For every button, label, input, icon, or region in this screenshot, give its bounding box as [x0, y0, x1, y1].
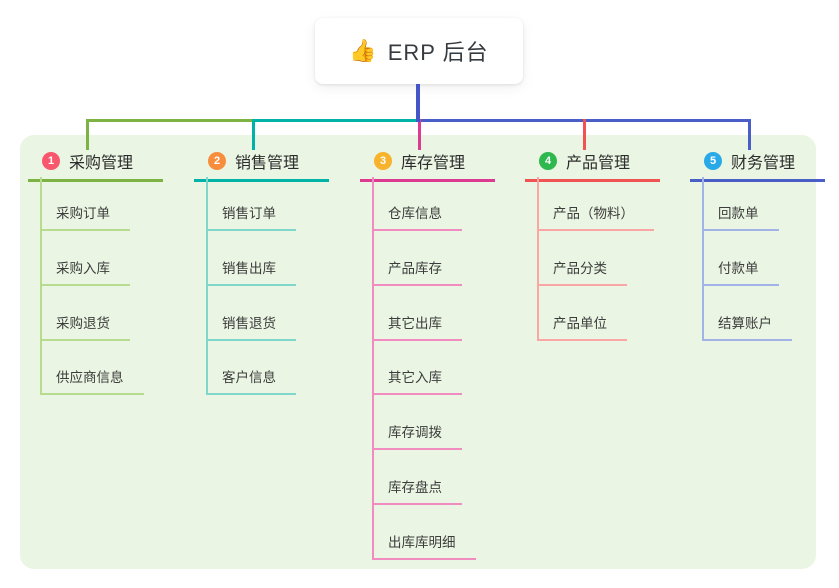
leaf-node[interactable]: 产品分类 [537, 257, 627, 286]
branch-badge-3: 3 [374, 152, 392, 170]
leaf-node[interactable]: 付款单 [702, 257, 779, 286]
branch-drop-5 [748, 119, 751, 150]
leaf-node[interactable]: 其它入库 [372, 366, 462, 395]
root-edge [416, 84, 420, 122]
leaf-node[interactable]: 结算账户 [702, 312, 792, 341]
branch-label: 财务管理 [731, 155, 796, 172]
branch-node-3[interactable]: 3 库存管理 [360, 149, 496, 182]
bus-segment-1 [86, 119, 255, 122]
bus-segment-2 [252, 119, 421, 122]
branch-node-1[interactable]: 1 采购管理 [28, 149, 164, 182]
branch-child-connector [206, 177, 208, 396]
branch-child-connector [372, 177, 374, 560]
branch-child-connector [40, 177, 42, 396]
leaf-node[interactable]: 回款单 [702, 202, 779, 231]
branch-drop-4 [583, 119, 586, 150]
branch-badge-1: 1 [42, 152, 60, 170]
leaf-node[interactable]: 销售订单 [206, 202, 296, 231]
branch-node-4[interactable]: 4 产品管理 [525, 149, 661, 182]
branch-label: 采购管理 [69, 155, 134, 172]
leaf-node[interactable]: 产品库存 [372, 257, 462, 286]
leaf-node[interactable]: 出库库明细 [372, 531, 476, 560]
branch-drop-2 [252, 119, 255, 150]
branch-drop-3 [418, 119, 421, 150]
root-node[interactable]: 👍 ERP 后台 [315, 18, 523, 84]
branch-drop-1 [86, 119, 89, 150]
leaf-node[interactable]: 客户信息 [206, 366, 296, 395]
leaf-node[interactable]: 其它出库 [372, 312, 462, 341]
leaf-node[interactable]: 产品（物料） [537, 202, 654, 231]
leaf-node[interactable]: 产品单位 [537, 312, 627, 341]
branch-label: 产品管理 [566, 155, 631, 172]
root-node-label: ERP 后台 [387, 40, 489, 65]
thumbs-up-icon: 👍 [349, 38, 378, 63]
branch-badge-5: 5 [704, 152, 722, 170]
branch-label: 库存管理 [401, 155, 466, 172]
branch-badge-4: 4 [539, 152, 557, 170]
branch-child-connector [702, 177, 704, 341]
leaf-node[interactable]: 采购入库 [40, 257, 130, 286]
branch-child-connector [537, 177, 539, 341]
branch-label: 销售管理 [235, 155, 300, 172]
branch-badge-2: 2 [208, 152, 226, 170]
leaf-node[interactable]: 销售退货 [206, 312, 296, 341]
leaf-node[interactable]: 库存盘点 [372, 476, 462, 505]
leaf-node[interactable]: 采购退货 [40, 312, 130, 341]
leaf-node[interactable]: 供应商信息 [40, 366, 144, 395]
leaf-node[interactable]: 销售出库 [206, 257, 296, 286]
leaf-node[interactable]: 仓库信息 [372, 202, 462, 231]
leaf-node[interactable]: 库存调拨 [372, 421, 462, 450]
mindmap-panel [20, 135, 816, 569]
leaf-node[interactable]: 采购订单 [40, 202, 130, 231]
branch-node-5[interactable]: 5 财务管理 [690, 149, 826, 182]
branch-node-2[interactable]: 2 销售管理 [194, 149, 330, 182]
